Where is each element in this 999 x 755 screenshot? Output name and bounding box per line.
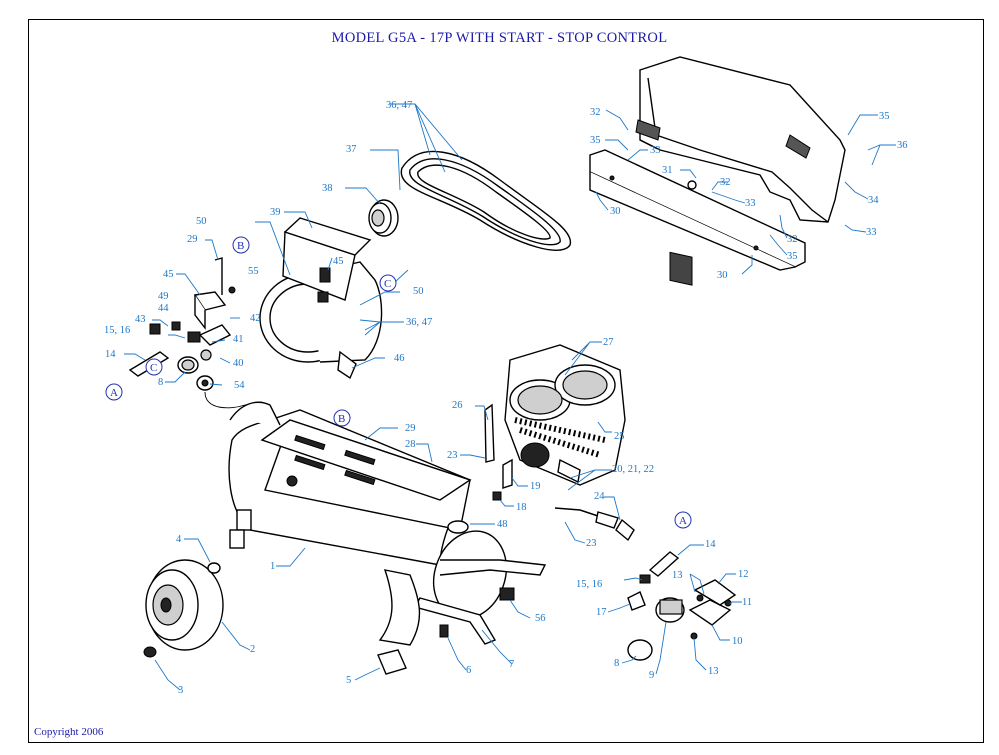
callout-13b: 13 (708, 666, 719, 677)
callout-9: 9 (649, 670, 654, 681)
callout-39: 38 (322, 183, 333, 194)
callout-46: 45 (163, 269, 174, 280)
callout-1: 1 (270, 561, 275, 572)
electric-motor (259, 217, 383, 380)
callout-27: 27 (603, 337, 614, 348)
marker-c-motor: C (379, 274, 397, 292)
callout-15-16a: 15, 16 (104, 325, 130, 336)
callout-5: 5 (346, 675, 351, 686)
callout-30b: 30 (717, 270, 728, 281)
callout-37: 36, 47 (386, 100, 412, 111)
callout-20-21-22: 20, 21, 22 (612, 464, 654, 475)
callout-15-16b: 15, 16 (576, 579, 602, 590)
motor-pulley (368, 199, 399, 237)
callout-17: 17 (596, 607, 607, 618)
marker-b-tank: B (333, 409, 351, 427)
copyright-notice: Copyright 2006 (34, 726, 104, 738)
callout-35b: 35 (787, 251, 798, 262)
svg-text:C: C (150, 362, 157, 374)
callout-6: 6 (466, 665, 471, 676)
callout-51-52-53: 50 (196, 216, 207, 227)
callout-45a: 44 (158, 303, 169, 314)
air-tank (228, 401, 547, 646)
callout-23b: 23 (586, 538, 597, 549)
callout-18: 18 (516, 502, 527, 513)
callout-50a: 49 (158, 291, 169, 302)
callout-14a: 14 (105, 349, 116, 360)
callout-29a: 29 (187, 234, 198, 245)
callout-33b: 33 (745, 198, 756, 209)
marker-a-right: A (674, 511, 692, 529)
callout-33c: 33 (866, 227, 877, 238)
callout-7: 7 (509, 659, 514, 670)
callout-35c: 35 (879, 111, 890, 122)
callout-28: 28 (405, 439, 416, 450)
leader-lines (124, 103, 896, 691)
diagram-title: MODEL G5A - 17P WITH START - STOP CONTRO… (331, 30, 668, 46)
callout-38: 37 (346, 144, 357, 155)
svg-text:B: B (237, 240, 244, 252)
svg-text:C: C (384, 278, 391, 290)
callout-25: 25 (614, 431, 625, 442)
callout-10: 10 (732, 636, 743, 647)
regulator-assembly (627, 551, 737, 661)
callout-31: 31 (662, 165, 673, 176)
callout-33a: 33 (650, 145, 661, 156)
svg-text:A: A (679, 515, 687, 527)
callout-44: 43 (135, 314, 146, 325)
callout-29b: 29 (405, 423, 416, 434)
callout-36-47: 36, 47 (406, 317, 432, 328)
callout-2: 2 (250, 644, 255, 655)
callout-42: 41 (233, 334, 244, 345)
callout-19: 19 (530, 481, 541, 492)
belt-guard (635, 56, 846, 286)
callout-43: 42 (250, 313, 261, 324)
callout-35a: 35 (590, 135, 601, 146)
callout-45b: 45 (333, 256, 344, 267)
svg-text:A: A (110, 387, 118, 399)
drain-valve (439, 624, 449, 638)
callout-26: 26 (452, 400, 463, 411)
callout-8a: 8 (158, 377, 163, 388)
marker-c-switch: C (145, 358, 163, 376)
callout-41: 40 (233, 358, 244, 369)
callout-12: 12 (738, 569, 749, 580)
callout-40: 39 (270, 207, 281, 218)
callout-30a: 30 (610, 206, 621, 217)
guard-bracket (589, 149, 806, 271)
callout-34: 34 (868, 195, 879, 206)
callout-4: 4 (176, 534, 182, 545)
callout-8b: 8 (614, 658, 619, 669)
svg-text:B: B (338, 413, 345, 425)
callout-56: 56 (535, 613, 546, 624)
callout-54: 54 (234, 380, 245, 391)
callout-32b: 32 (720, 177, 731, 188)
callout-36: 36 (897, 140, 908, 151)
tank-wheel (143, 559, 224, 658)
callout-24: 24 (594, 491, 605, 502)
callout-13a: 13 (672, 570, 683, 581)
callout-32a: 32 (590, 107, 601, 118)
callout-55: 55 (248, 266, 259, 277)
discharge-tube (484, 403, 635, 542)
drawing-border (28, 19, 984, 743)
drive-belt (400, 150, 572, 251)
callout-23a: 23 (447, 450, 458, 461)
marker-b-top: B (232, 236, 250, 254)
callout-48: 46 (394, 353, 405, 364)
callout-14b: 14 (705, 539, 716, 550)
rubber-foot (377, 649, 407, 675)
callout-numbers: 36, 47 37 38 39 50 29 45 55 49 44 43 15,… (104, 100, 908, 696)
callout-50b: 50 (413, 286, 424, 297)
marker-a-left: A (105, 383, 123, 401)
callout-49: 48 (497, 519, 508, 530)
callout-32c: 32 (787, 234, 798, 245)
tank-fitting (499, 587, 515, 601)
callout-3: 3 (178, 685, 183, 696)
callout-11: 11 (742, 597, 752, 608)
compressor-pump (504, 344, 626, 486)
